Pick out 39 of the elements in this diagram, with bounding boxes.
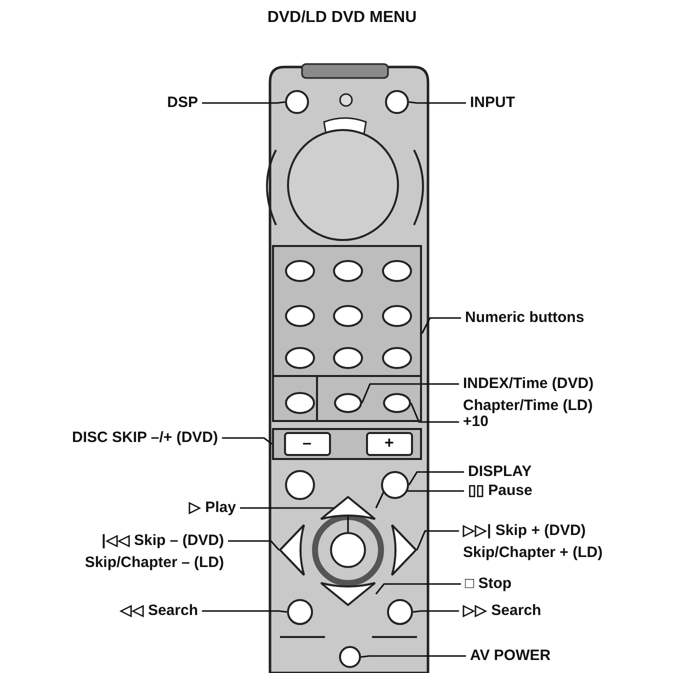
leader-line — [202, 610, 288, 613]
key-sign: – — [302, 434, 312, 454]
callout-label: ◁◁ Search — [120, 601, 198, 621]
leader-line — [222, 437, 272, 445]
leader-line — [416, 530, 459, 550]
callout-label: ▷▷ Search — [463, 601, 542, 621]
leader-line — [421, 317, 461, 334]
callout-label: Skip/Chapter + (LD) — [463, 543, 603, 563]
leader-line — [410, 402, 459, 423]
arrow-button — [320, 496, 376, 520]
leader-line — [202, 101, 286, 104]
callout-label: DISPLAY — [468, 462, 532, 482]
arrow-button — [279, 524, 305, 576]
callout-label: Skip/Chapter – (LD) — [84, 553, 224, 573]
leader-line — [375, 583, 461, 594]
leader-line — [408, 471, 464, 486]
title: DVD/LD DVD MENU — [266, 8, 418, 28]
callout-label: INPUT — [470, 93, 515, 113]
leader-line — [408, 101, 466, 104]
number-button-panel — [272, 245, 422, 422]
arrow-button — [391, 524, 417, 576]
callout-label: ▷▷| Skip + (DVD) — [463, 521, 587, 541]
callout-label: +10 — [463, 413, 488, 432]
callout-label: ▯▯ Pause — [468, 481, 532, 501]
arrow-button — [320, 582, 376, 606]
callout-label: □ Stop — [465, 574, 512, 594]
leader-line — [361, 383, 459, 404]
callout-label: Numeric buttons — [465, 308, 584, 328]
callout-label: DSP — [167, 93, 198, 113]
callout-label: ▷ Play — [188, 498, 236, 518]
callout-label: DISC SKIP –/+ (DVD) — [72, 428, 218, 448]
callout-label: INDEX/Time (DVD) — [463, 374, 594, 394]
key-sign: + — [384, 434, 394, 454]
callout-label: Chapter/Time (LD) — [463, 396, 594, 416]
callout-label: AV POWER — [470, 646, 551, 666]
leader-line — [412, 610, 459, 613]
leader-line — [228, 540, 280, 551]
leader-line — [360, 655, 466, 658]
callout-label: |◁◁ Skip – (DVD) — [100, 531, 224, 551]
